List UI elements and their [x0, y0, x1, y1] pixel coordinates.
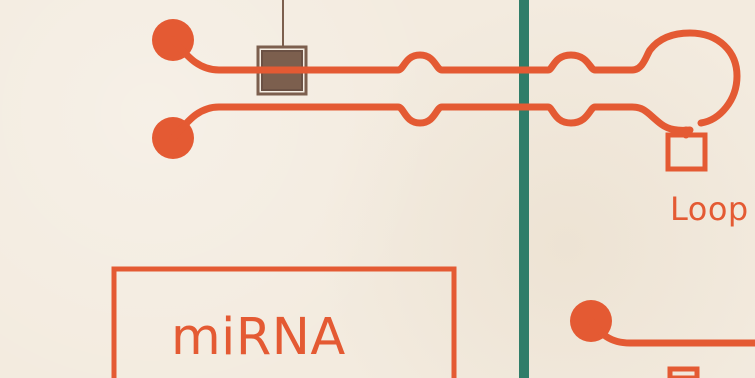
bottom-box-fragment	[667, 366, 700, 378]
loop-box	[665, 132, 708, 172]
bottom-rna-strand	[587, 317, 755, 347]
mirna-label: miRNA	[171, 308, 346, 367]
upper-rna-strand	[169, 29, 741, 127]
loop-label: Loop	[670, 190, 749, 228]
lower-rna-strand	[169, 103, 694, 142]
mirna-box	[111, 266, 457, 378]
